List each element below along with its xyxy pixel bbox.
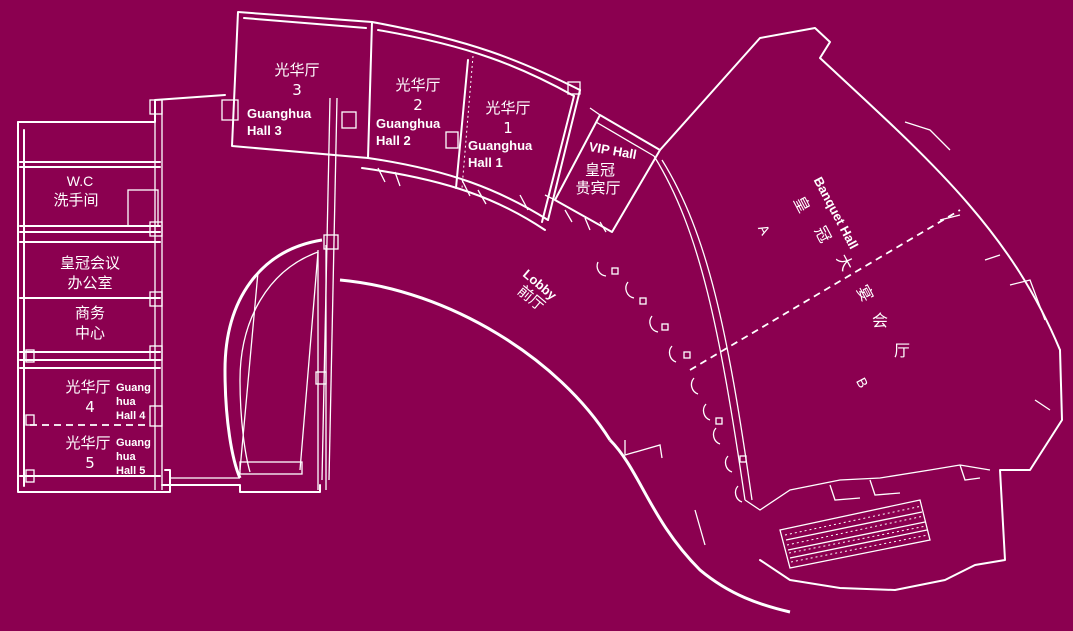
meeting-cn-2: 办公室 <box>67 274 112 292</box>
hall-3-cn: 光华厅 <box>274 61 319 79</box>
hall-4-number: 4 <box>85 398 95 416</box>
banquet-cn-4: 宴 <box>853 282 877 305</box>
business-cn-2: 中心 <box>75 324 105 342</box>
hall-1-cn: 光华厅 <box>485 99 530 117</box>
label-lobby: Lobby 前厅 <box>514 266 560 314</box>
banquet-section-a: A <box>755 222 774 238</box>
hall-3-en-2: Hall 3 <box>247 123 282 138</box>
hall-5-en-1: Guang <box>116 437 151 449</box>
label-banquet-hall: Banquet Hall 皇 冠 大 宴 会 厅 A B <box>755 174 910 390</box>
label-hall-5: 光华厅 5 Guang hua Hall 5 <box>65 434 150 477</box>
label-meeting-office: 皇冠会议 办公室 <box>60 254 120 292</box>
hall-3-en-1: Guanghua <box>247 106 312 121</box>
hall-1-en-1: Guanghua <box>468 138 533 153</box>
banquet-cn-1: 皇 <box>790 193 814 216</box>
hall-2-number: 2 <box>413 96 423 114</box>
label-wc: W.C 洗手间 <box>53 173 98 209</box>
vip-hall-walls <box>544 107 661 233</box>
label-hall-1: 光华厅 1 Guanghua Hall 1 <box>468 99 533 170</box>
banquet-cn-5: 会 <box>872 311 888 330</box>
hall-5-en-2: hua <box>116 451 136 463</box>
wc-cn: 洗手间 <box>53 191 98 209</box>
vip-hall-cn-2: 贵宾厅 <box>575 179 620 197</box>
top-halls-walls <box>221 11 581 231</box>
hall-2-en-2: Hall 2 <box>376 133 411 148</box>
banquet-section-b: B <box>853 375 872 391</box>
banquet-cn-3: 大 <box>833 251 857 274</box>
lower-lobby-walls <box>608 438 791 614</box>
meeting-cn-1: 皇冠会议 <box>60 254 120 272</box>
hall-2-cn: 光华厅 <box>395 76 440 94</box>
business-cn-1: 商务 <box>75 304 105 322</box>
label-business-center: 商务 中心 <box>75 304 105 342</box>
banquet-cn-2: 冠 <box>811 223 835 246</box>
wc-en: W.C <box>67 173 93 189</box>
label-hall-4: 光华厅 4 Guang hua Hall 4 <box>65 378 150 422</box>
hall-5-cn: 光华厅 <box>65 434 110 452</box>
hall-4-cn: 光华厅 <box>65 378 110 396</box>
corridor-walls <box>161 97 612 493</box>
hall-5-en-3: Hall 5 <box>116 465 145 477</box>
banquet-cn-6: 厅 <box>894 341 910 360</box>
escalator <box>779 499 931 569</box>
hall-4-en-2: hua <box>116 396 136 408</box>
hall-4-en-1: Guang <box>116 382 151 394</box>
hall-2-en-1: Guanghua <box>376 116 441 131</box>
left-wing-walls <box>17 94 226 493</box>
hall-3-number: 3 <box>292 81 302 99</box>
label-hall-2: 光华厅 2 Guanghua Hall 2 <box>376 76 441 148</box>
label-hall-3: 光华厅 3 Guanghua Hall 3 <box>247 61 320 138</box>
hall-5-number: 5 <box>85 454 95 472</box>
hall-4-en-3: Hall 4 <box>116 410 146 422</box>
hall-1-en-2: Hall 1 <box>468 155 503 170</box>
hall-1-number: 1 <box>503 119 513 137</box>
label-vip-hall: VIP Hall 皇冠 贵宾厅 <box>575 139 637 197</box>
vip-hall-cn-1: 皇冠 <box>585 161 615 179</box>
banquet-hall-walls <box>596 27 1063 591</box>
